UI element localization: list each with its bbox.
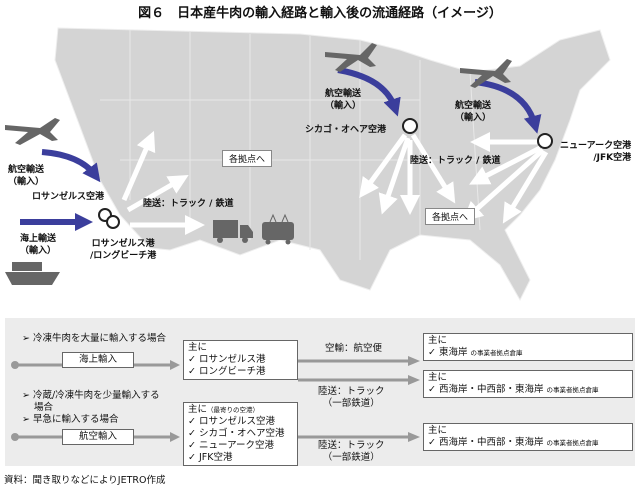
us-map	[5, 27, 611, 302]
hub-circles	[98, 118, 553, 229]
destination-box-3: 主に✓ 西海岸・中西部・東海岸 の事業者拠点倉庫	[423, 423, 633, 451]
ny-airport-label: ニューアーク空港/JFK空港	[560, 141, 632, 163]
air-import-box: 航空輸入	[62, 429, 134, 445]
air-import-label-ny: 航空輸送（輸入）	[455, 101, 492, 123]
import-arrows	[20, 67, 542, 231]
plane-icons	[5, 43, 512, 145]
case-air-text: ➢ 冷蔵/冷凍牛肉を少量輸入する場合➢ 早急に輸入する場合	[22, 390, 160, 425]
sea-import-label: 海上輸送（輸入）	[20, 234, 57, 256]
source-note: 資料：聞き取りなどによりJETRO作成	[4, 475, 166, 486]
to-bases-west: 各拠点へ	[222, 150, 273, 167]
plane-icon	[460, 59, 512, 88]
plane-icon	[325, 43, 377, 72]
destination-box-2: 主に✓ 西海岸・中西部・東海岸 の事業者拠点倉庫	[423, 370, 633, 398]
chicago-airport-label: シカゴ・オヘア空港	[305, 125, 387, 135]
case-sea-text: ➢ 冷凍牛肉を大量に輸入する場合	[22, 333, 166, 344]
air-import-label-chicago: 航空輸送（輸入）	[325, 89, 362, 111]
route-air: 空輸：航空便	[325, 343, 383, 354]
la-airport-label: ロサンゼルス空港	[32, 192, 105, 202]
air-import-label-west: 航空輸送（輸入）	[8, 165, 45, 187]
la-port-label: ロサンゼルス港/ロングビーチ港	[90, 239, 157, 261]
to-bases-east: 各拠点へ	[425, 208, 476, 225]
train-icon	[262, 213, 294, 245]
destination-box-1: 主に✓ 東海岸 の事業者拠点倉庫	[423, 333, 633, 361]
truck-icon	[213, 220, 253, 243]
sea-import-box: 海上輸入	[62, 352, 134, 368]
plane-icon	[5, 118, 60, 145]
land-route-east: 陸送：トラック / 鉄道	[410, 156, 501, 166]
route-land-2: 陸送：トラック（一部鉄道）	[318, 440, 385, 463]
route-land-1: 陸送：トラック（一部鉄道）	[318, 386, 385, 409]
figure-title: 図６ 日本産牛肉の輸入経路と輸入後の流通経路（イメージ）	[138, 6, 502, 21]
sea-ports-box: 主に✓ ロサンゼルス港✓ ロングビーチ港	[183, 340, 298, 380]
land-route-west: 陸送：トラック / 鉄道	[143, 199, 234, 209]
distribution-arrows	[121, 130, 549, 235]
ship-icon	[5, 262, 60, 285]
air-ports-box: 主に（最寄りの空港） ✓ ロサンゼルス空港✓ シカゴ・オヘア空港✓ ニューアーク…	[183, 402, 298, 466]
